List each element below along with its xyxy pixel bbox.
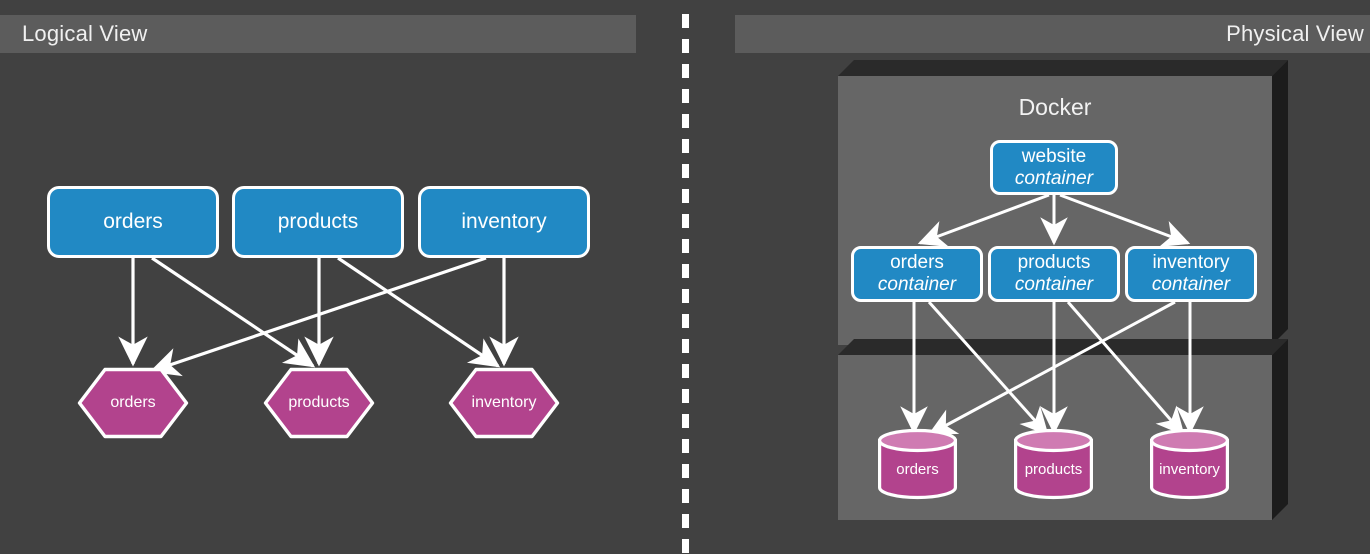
edge-products-to-inventory xyxy=(337,256,501,368)
logical-service-products-label: products xyxy=(277,210,359,233)
logical-datastore-products[interactable]: products xyxy=(263,367,375,439)
logical-service-products[interactable]: products xyxy=(232,186,404,258)
logical-datastore-orders[interactable]: orders xyxy=(77,367,189,439)
physical-container-products[interactable]: products container xyxy=(988,246,1120,302)
physical-container-website-name: website xyxy=(1021,145,1087,167)
docker-panel-3d-depth xyxy=(838,60,1288,345)
hexagon-icon xyxy=(448,367,560,439)
docker-panel-title: Docker xyxy=(1018,94,1092,120)
physical-view-header: Physical View xyxy=(735,15,1370,53)
physical-container-products-kind: container xyxy=(1014,274,1094,295)
physical-container-website[interactable]: website container xyxy=(990,140,1118,195)
physical-view-title: Physical View xyxy=(1226,21,1364,46)
physical-database-inventory[interactable]: inventory xyxy=(1149,428,1230,500)
physical-container-orders-kind: container xyxy=(877,274,957,295)
vertical-dashed-divider-icon xyxy=(682,14,689,554)
logical-view-title: Logical View xyxy=(22,21,148,46)
physical-container-orders-name: orders xyxy=(890,252,944,273)
logical-datastore-inventory-label: inventory xyxy=(471,394,537,411)
edge-inventory-to-orders xyxy=(149,256,487,377)
logical-service-inventory-label: inventory xyxy=(461,210,547,233)
physical-database-orders-label: orders xyxy=(896,460,939,478)
physical-database-products-label: products xyxy=(1024,460,1083,478)
physical-container-inventory-name: inventory xyxy=(1152,252,1230,273)
database-cylinder-icon xyxy=(877,428,958,500)
logical-service-inventory[interactable]: inventory xyxy=(418,186,590,258)
logical-datastore-products-label: products xyxy=(288,394,350,411)
physical-database-orders[interactable]: orders xyxy=(877,428,958,500)
logical-datastore-orders-label: orders xyxy=(110,394,156,411)
logical-service-orders-label: orders xyxy=(103,210,163,233)
logical-view-header: Logical View xyxy=(0,15,636,53)
physical-container-inventory[interactable]: inventory container xyxy=(1125,246,1257,302)
physical-container-website-kind: container xyxy=(1014,167,1094,189)
logical-datastore-inventory[interactable]: inventory xyxy=(448,367,560,439)
physical-container-inventory-kind: container xyxy=(1151,274,1231,295)
docker-panel: Docker xyxy=(838,60,1288,345)
physical-database-inventory-label: inventory xyxy=(1159,460,1220,478)
edge-orders-to-products xyxy=(151,256,316,368)
physical-database-products[interactable]: products xyxy=(1013,428,1094,500)
logical-service-orders[interactable]: orders xyxy=(47,186,219,258)
physical-container-orders[interactable]: orders container xyxy=(851,246,983,302)
physical-container-products-name: products xyxy=(1017,252,1091,273)
